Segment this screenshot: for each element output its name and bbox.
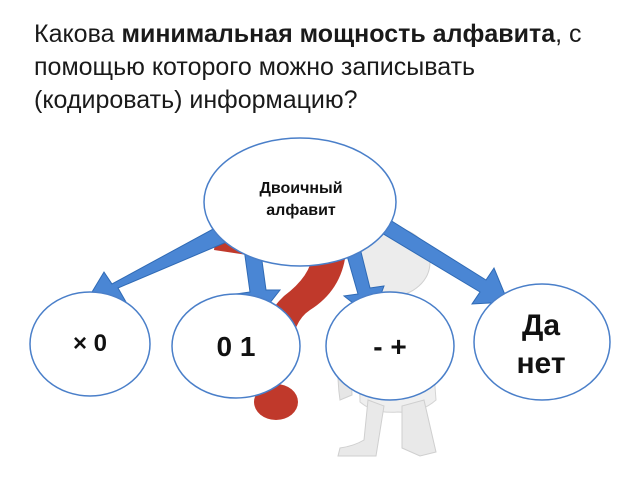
option-circle-3 — [325, 291, 455, 401]
center-label: Двоичный алфавит — [259, 180, 343, 219]
arrow-to-option-1 — [85, 221, 237, 303]
option-3-label: - + — [373, 331, 407, 362]
question-part-2: , с помощью которого можно записывать (к… — [34, 20, 582, 114]
option-circle-4 — [473, 283, 611, 401]
center-ellipse — [203, 137, 397, 267]
question-part-1: Какова — [34, 20, 122, 48]
option-1-label: × 0 — [72, 330, 108, 357]
option-circle-1 — [29, 291, 151, 397]
option-circle-2 — [171, 293, 301, 399]
option-4-label: Да нет — [516, 309, 566, 380]
arrow-to-option-4 — [379, 219, 509, 305]
option-circles — [29, 283, 611, 401]
question-text: Какова минимальная мощность алфавита, с … — [34, 18, 624, 117]
option-2-label: 0 1 — [216, 331, 256, 362]
question-bold-phrase: минимальная мощность алфавита — [121, 20, 556, 48]
